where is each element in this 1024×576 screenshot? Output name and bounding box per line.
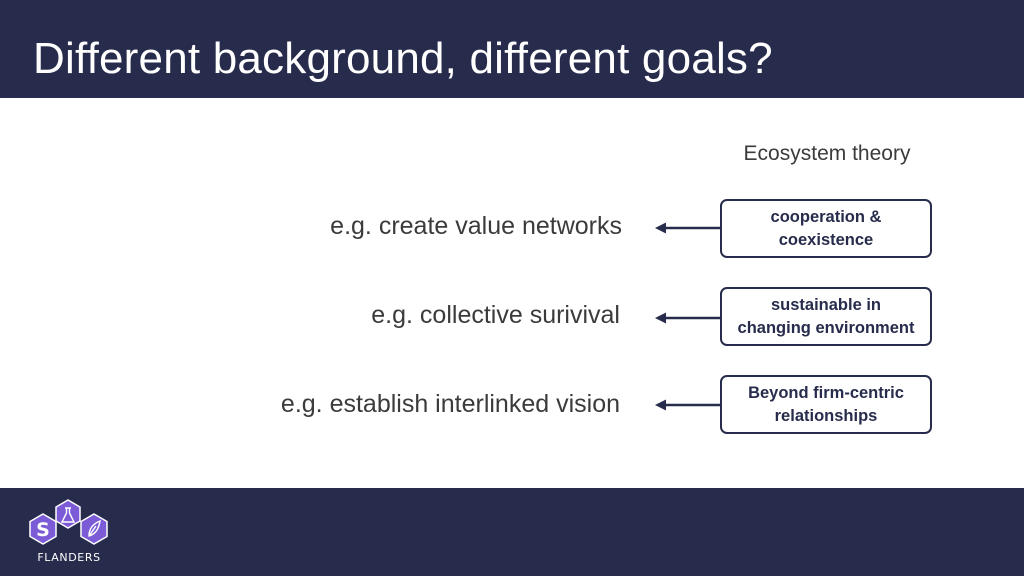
slide-title: Different background, different goals? <box>33 34 773 83</box>
column-heading: Ecosystem theory <box>743 142 911 165</box>
footer-bar <box>0 488 1024 576</box>
goal-text-1: e.g. create value networks <box>330 212 622 240</box>
logo-hexagon-top <box>55 499 81 529</box>
theory-box-1-text: cooperation &coexistence <box>770 207 882 249</box>
arrow-left-icon <box>655 222 722 234</box>
goal-text-2: e.g. collective surivival <box>371 301 620 329</box>
logo-hexagon-left <box>29 513 57 545</box>
arrow-left-icon <box>655 312 722 324</box>
goal-text-3: e.g. establish interlinked vision <box>280 390 620 418</box>
theory-box-1: cooperation &coexistence <box>720 199 932 258</box>
title-bar: Different background, different goals? <box>0 0 1024 98</box>
logo-text: FLANDERS <box>37 551 100 564</box>
s-flanders-logo: S FLANDERS <box>29 499 108 564</box>
logo-letter: S <box>36 519 50 541</box>
arrow-left-icon <box>655 399 722 411</box>
